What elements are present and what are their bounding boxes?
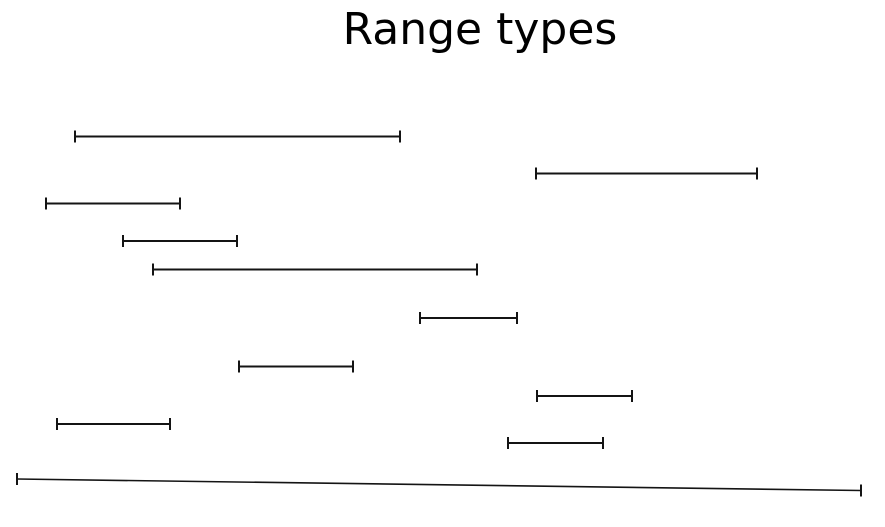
- range-segment: [152, 263, 478, 276]
- chart-title: Range types: [342, 4, 618, 55]
- range-segment: [45, 197, 181, 210]
- range-segment: [535, 167, 758, 180]
- baseline-range: [16, 473, 862, 497]
- range-segment: [238, 360, 354, 373]
- range-segment: [122, 235, 238, 247]
- range-segment: [56, 418, 171, 430]
- baseline-line: [16, 478, 862, 492]
- range-segment: [74, 130, 401, 143]
- range-segment: [419, 312, 518, 324]
- range-segment: [507, 437, 604, 449]
- range-segment: [536, 390, 633, 402]
